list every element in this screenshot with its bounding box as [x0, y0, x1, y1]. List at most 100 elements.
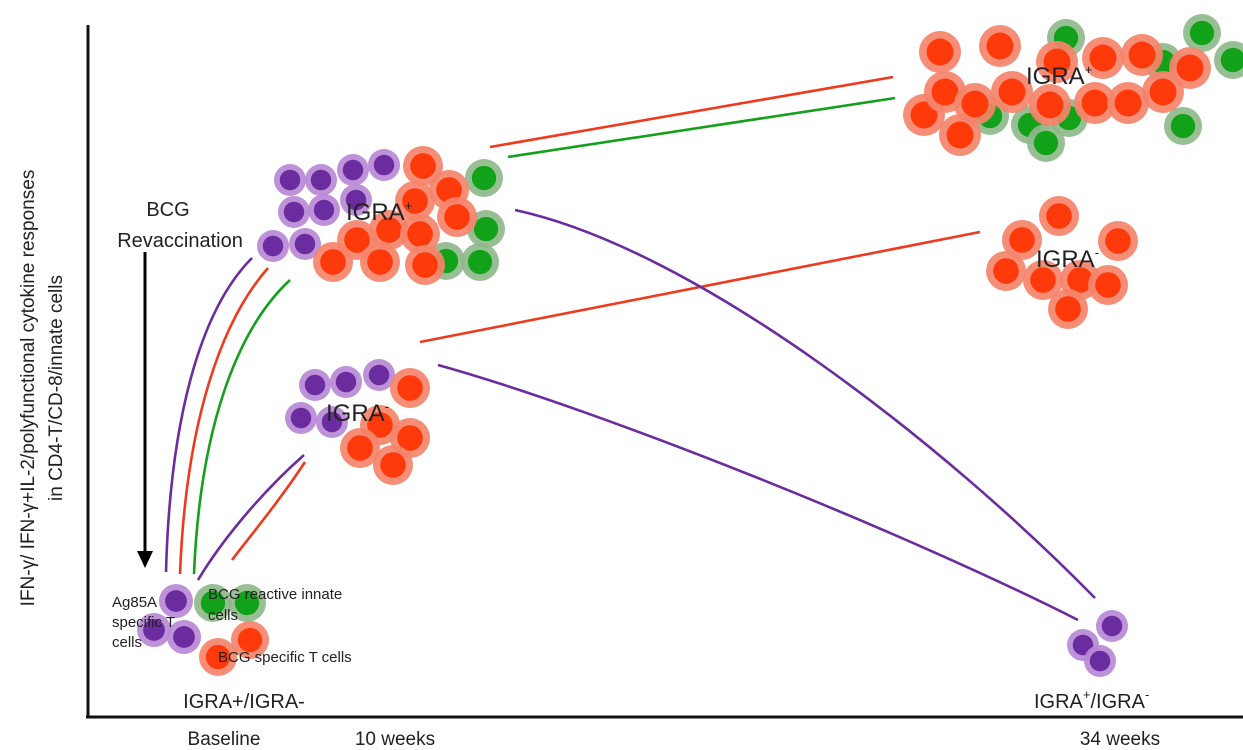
- green-innate-cell-nucleus: [1220, 47, 1243, 73]
- red-t-cell-nucleus: [1089, 44, 1117, 72]
- red-t-cell: [437, 197, 477, 237]
- red-t-cell: [1029, 84, 1071, 126]
- innate-cells-label-line1: BCG reactive innate: [208, 586, 342, 603]
- red-t-cell-nucleus: [1009, 227, 1035, 253]
- red-t-cell: [1098, 221, 1138, 261]
- purple-t-cell: [285, 402, 317, 434]
- innate-cells-label-line2: cells: [208, 607, 238, 624]
- green-innate-cell-nucleus: [200, 590, 226, 616]
- green-innate-cell: [194, 584, 232, 622]
- red-t-cell-nucleus: [1081, 89, 1109, 117]
- purple-t-cell: [257, 230, 289, 262]
- revaccination-arrowhead: [137, 551, 153, 568]
- red-t-cell-nucleus: [367, 249, 393, 275]
- purple-t-cell: [1084, 645, 1116, 677]
- red-t-cell: [313, 242, 353, 282]
- red-t-cell-nucleus: [993, 258, 1019, 284]
- week34-igra-neg-text: IGRA: [1036, 246, 1095, 273]
- trajectory-line-1: [164, 257, 253, 573]
- red-t-cell: [991, 71, 1033, 113]
- red-t-cell: [369, 210, 409, 250]
- red-t-cell: [340, 428, 380, 468]
- trajectory-line-7: [507, 96, 896, 159]
- x-tick-10-weeks: 10 weeks: [355, 729, 435, 750]
- red-t-cell: [390, 368, 430, 408]
- purple-t-cell-nucleus: [1101, 615, 1123, 637]
- revaccination-label: Revaccination: [117, 230, 243, 252]
- red-t-cell: [199, 638, 237, 676]
- trajectory-line-10: [437, 363, 1079, 622]
- purple-t-cell: [299, 369, 331, 401]
- week34-top-cluster: [903, 14, 1243, 162]
- week10-lower-cluster: [285, 359, 430, 485]
- trajectory-line-4: [196, 454, 305, 581]
- green-innate-cell: [1214, 41, 1243, 79]
- purple-t-cell-nucleus: [368, 364, 390, 386]
- red-t-cell: [373, 445, 413, 485]
- purple-t-cell-nucleus: [321, 411, 343, 433]
- green-innate-cell-nucleus: [1170, 113, 1196, 139]
- purple-t-cell: [305, 164, 337, 196]
- red-t-cell: [919, 31, 961, 73]
- green-innate-cell-nucleus: [234, 590, 260, 616]
- red-t-cell-nucleus: [1095, 272, 1121, 298]
- purple-t-cell-nucleus: [373, 154, 395, 176]
- red-t-cell: [395, 181, 435, 221]
- red-t-cell-nucleus: [397, 425, 423, 451]
- week34-bottom-cluster: [1067, 610, 1128, 677]
- purple-t-cell-nucleus: [310, 169, 332, 191]
- red-t-cell-nucleus: [402, 188, 428, 214]
- red-t-cell-nucleus: [1036, 91, 1064, 119]
- red-t-cell: [1121, 34, 1163, 76]
- red-t-cell-nucleus: [367, 412, 393, 438]
- red-t-cell-nucleus: [444, 204, 470, 230]
- red-t-cell-nucleus: [376, 217, 402, 243]
- x-tick-baseline: Baseline: [188, 729, 261, 750]
- y-axis-title-line1: IFN-γ/ IFN-γ+IL-2/polyfunctional cytokin…: [18, 170, 39, 607]
- purple-t-cell: [274, 164, 306, 196]
- purple-t-cell-nucleus: [279, 169, 301, 191]
- purple-t-cell-nucleus: [262, 235, 284, 257]
- baseline-group-label: IGRA+/IGRA-: [183, 691, 305, 713]
- red-t-cell-nucleus: [1046, 203, 1072, 229]
- green-innate-cell-nucleus: [473, 216, 499, 242]
- red-t-cell: [1082, 37, 1124, 79]
- trajectory-line-5: [230, 461, 307, 561]
- red-t-cell: [1074, 82, 1116, 124]
- purple-t-cell-nucleus: [345, 189, 367, 211]
- purple-t-cell: [308, 194, 340, 226]
- red-t-cell-nucleus: [998, 78, 1026, 106]
- red-t-cell-nucleus: [1030, 267, 1056, 293]
- ag85a-label-line1: Ag85A: [112, 594, 157, 611]
- red-t-cell: [360, 242, 400, 282]
- purple-t-cell-nucleus: [342, 159, 364, 181]
- red-t-cell-nucleus: [1149, 78, 1177, 106]
- week34-igra-pos-label: IGRA+: [1026, 62, 1092, 90]
- green-innate-cell: [228, 584, 266, 622]
- purple-t-cell-nucleus: [294, 233, 316, 255]
- purple-t-cell-nucleus: [143, 619, 165, 641]
- week34-group-text-a: IGRA: [1034, 691, 1084, 713]
- y-axis-title: IFN-γ/ IFN-γ+IL-2/polyfunctional cytokin…: [18, 170, 67, 607]
- red-t-cell: [1048, 289, 1088, 329]
- purple-t-cell: [278, 196, 310, 228]
- week34-igra-pos-sup: +: [1085, 62, 1093, 77]
- purple-t-cell: [1096, 610, 1128, 642]
- red-t-cell: [405, 245, 445, 285]
- trajectory-line-6: [489, 75, 894, 149]
- purple-t-cell: [340, 184, 372, 216]
- green-innate-cell-nucleus: [1189, 20, 1215, 46]
- week10-igra-neg-sup: -: [385, 399, 389, 414]
- y-axis-title-line2: in CD4-T/CD-8/innate cells: [46, 275, 67, 501]
- red-t-cell-nucleus: [407, 221, 433, 247]
- ag85a-label-line3: cells: [112, 634, 142, 651]
- green-innate-cell: [1164, 107, 1202, 145]
- red-t-cell-nucleus: [1055, 296, 1081, 322]
- red-t-cell-nucleus: [1176, 54, 1204, 82]
- week34-group-sup-a: +: [1083, 687, 1091, 702]
- red-t-cell-nucleus: [931, 78, 959, 106]
- red-t-cell-nucleus: [237, 627, 263, 653]
- green-innate-cell-nucleus: [467, 249, 493, 275]
- week34-group-label: IGRA+/IGRA-: [1034, 687, 1149, 713]
